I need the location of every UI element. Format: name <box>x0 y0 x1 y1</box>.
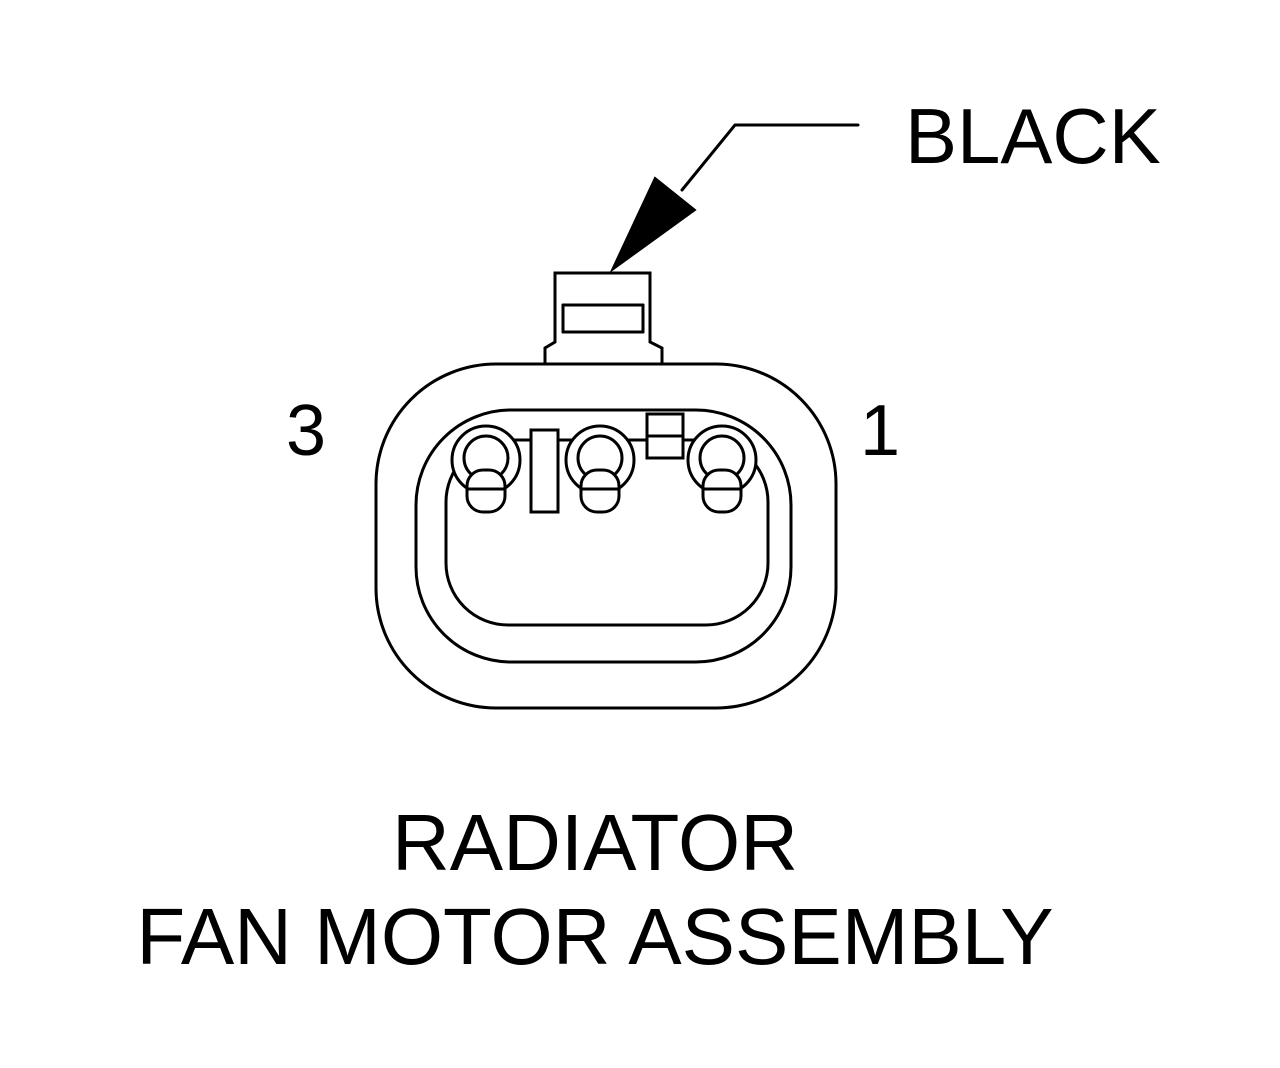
terminal-1 <box>686 424 758 514</box>
callout-label: BLACK <box>905 92 1161 180</box>
terminal-3 <box>450 424 522 514</box>
callout-arrow <box>609 123 860 274</box>
callout-arrowhead <box>609 176 697 274</box>
connector-housing-inner <box>414 408 793 664</box>
pin-1-label: 1 <box>860 391 901 471</box>
polarization-key <box>529 428 560 514</box>
connector-lock-tab <box>543 271 664 366</box>
caption-line-1: RADIATOR <box>392 798 798 887</box>
latch-window <box>645 412 685 460</box>
caption-line-2: FAN MOTOR ASSEMBLY <box>136 892 1054 981</box>
terminal-2 <box>564 424 636 514</box>
pin-3-label: 3 <box>286 391 327 471</box>
